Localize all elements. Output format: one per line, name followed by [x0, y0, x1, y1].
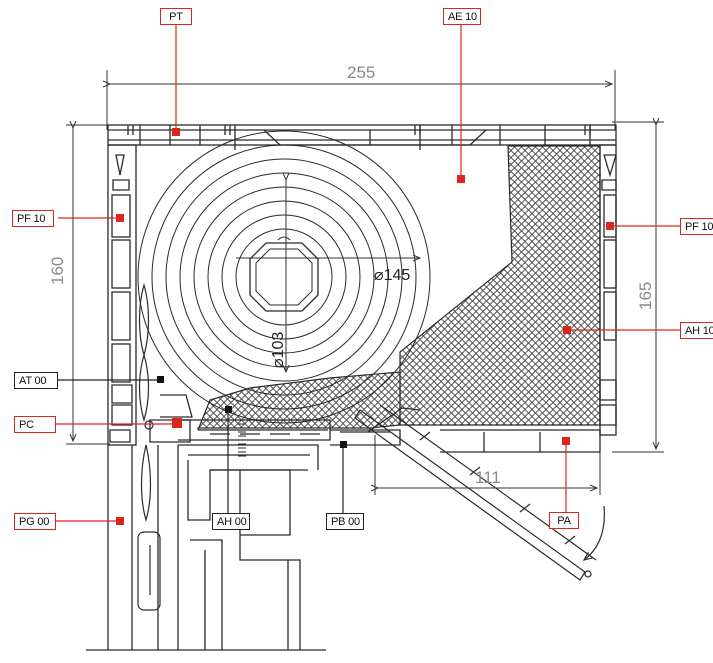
dim-width-255: 255 — [347, 63, 376, 82]
callout-leaders-black — [58, 379, 344, 513]
shutter-slats-left — [137, 282, 161, 611]
dim-roller-inner: ⌀103 — [270, 331, 287, 368]
dim-height-160: 160 — [48, 256, 67, 285]
label-ah10: AH 10 — [680, 322, 713, 339]
spring-detail — [238, 419, 246, 457]
label-pa: PA — [549, 512, 579, 529]
dim-roller-outer: ⌀145 — [374, 267, 411, 284]
callout-points-red — [116, 128, 614, 525]
label-pf10-left: PF 10 — [12, 210, 54, 227]
box-casing — [107, 124, 617, 453]
label-pb00: PB 00 — [326, 513, 364, 530]
label-ae10: AE 10 — [443, 8, 481, 25]
callout-leaders-red — [56, 25, 680, 522]
label-ah00: AH 00 — [212, 513, 250, 530]
shutter-slats-extended — [354, 404, 605, 581]
label-pt: PT — [160, 8, 192, 25]
label-pg00: PG 00 — [14, 513, 56, 530]
label-pf10-right: PF 10 — [680, 218, 713, 235]
dim-height-165: 165 — [636, 281, 655, 310]
window-frame — [86, 394, 326, 651]
dim-projection-111: 111 — [475, 468, 501, 487]
label-at00: AT 00 — [14, 372, 58, 389]
insulation-hatch — [197, 145, 601, 431]
callout-points-black — [157, 376, 347, 448]
label-pc: PC — [14, 416, 56, 433]
roller-diameter-lines — [236, 180, 420, 372]
